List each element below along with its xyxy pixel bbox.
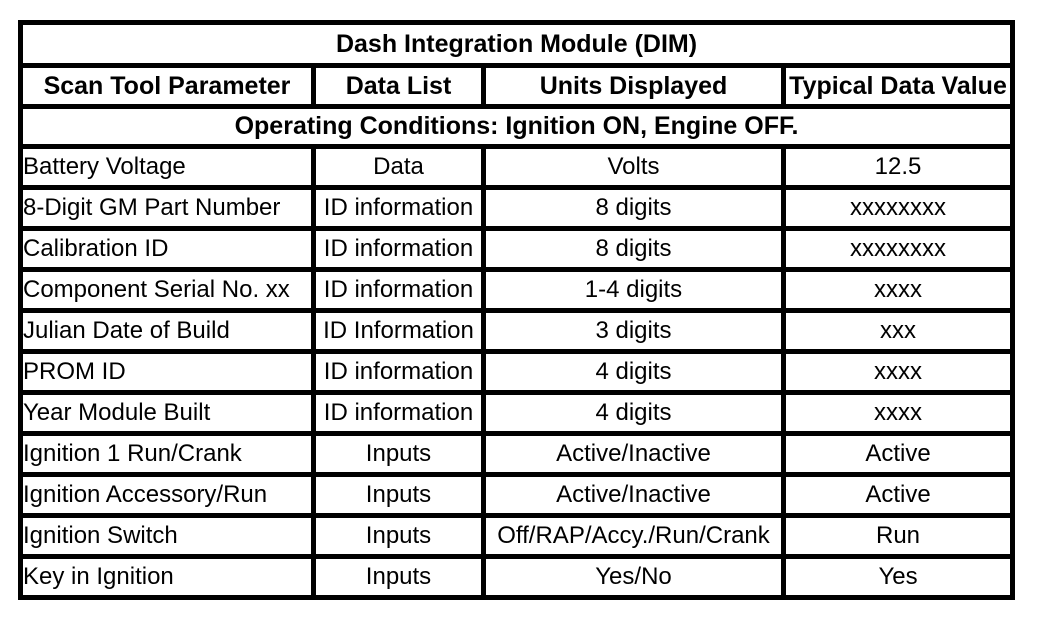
table-row: Battery Voltage Data Volts 12.5 (18, 144, 1016, 190)
cell-typical-data-value: Yes (780, 554, 1016, 600)
table-row: PROM ID ID information 4 digits xxxx (18, 349, 1016, 395)
cell-data-list: ID information (311, 226, 486, 272)
dim-scan-tool-table: Dash Integration Module (DIM) Scan Tool … (17, 20, 1016, 600)
table-row: Year Module Built ID information 4 digit… (18, 390, 1016, 436)
cell-data-list: Inputs (311, 472, 486, 518)
cell-data-list: Inputs (311, 513, 486, 559)
cell-typical-data-value: xxxx (780, 267, 1016, 313)
cell-parameter: Key in Ignition (18, 554, 316, 600)
cell-data-list: ID Information (311, 308, 486, 354)
column-header-scan-tool-parameter: Scan Tool Parameter (18, 63, 316, 109)
column-header-data-list: Data List (311, 63, 486, 109)
cell-units-displayed: Active/Inactive (481, 472, 786, 518)
cell-units-displayed: 3 digits (481, 308, 786, 354)
cell-data-list: ID information (311, 390, 486, 436)
cell-parameter: Ignition 1 Run/Crank (18, 431, 316, 477)
column-header-units-displayed: Units Displayed (481, 63, 786, 109)
cell-parameter: Component Serial No. xx (18, 267, 316, 313)
cell-data-list: Inputs (311, 554, 486, 600)
table-body: Battery Voltage Data Volts 12.5 8-Digit … (18, 144, 1016, 600)
cell-typical-data-value: Active (780, 472, 1016, 518)
cell-typical-data-value: Active (780, 431, 1016, 477)
column-header-typical-data-value: Typical Data Value (780, 63, 1016, 109)
cell-parameter: Ignition Accessory/Run (18, 472, 316, 518)
cell-typical-data-value: Run (780, 513, 1016, 559)
cell-units-displayed: 1-4 digits (481, 267, 786, 313)
cell-data-list: ID information (311, 349, 486, 395)
cell-typical-data-value: xxxxxxxx (780, 226, 1016, 272)
cell-units-displayed: 8 digits (481, 185, 786, 231)
cell-data-list: Inputs (311, 431, 486, 477)
cell-parameter: Calibration ID (18, 226, 316, 272)
table-row: Calibration ID ID information 8 digits x… (18, 226, 1016, 272)
cell-parameter: PROM ID (18, 349, 316, 395)
cell-parameter: 8-Digit GM Part Number (18, 185, 316, 231)
cell-typical-data-value: 12.5 (780, 144, 1016, 190)
table-row: 8-Digit GM Part Number ID information 8 … (18, 185, 1016, 231)
table-row: Julian Date of Build ID Information 3 di… (18, 308, 1016, 354)
column-header-row: Scan Tool Parameter Data List Units Disp… (18, 63, 1016, 109)
cell-parameter: Battery Voltage (18, 144, 316, 190)
cell-typical-data-value: xxxx (780, 390, 1016, 436)
cell-units-displayed: Yes/No (481, 554, 786, 600)
cell-typical-data-value: xxxxxxxx (780, 185, 1016, 231)
table-row: Ignition 1 Run/Crank Inputs Active/Inact… (18, 431, 1016, 477)
table-row: Key in Ignition Inputs Yes/No Yes (18, 554, 1016, 600)
cell-units-displayed: Active/Inactive (481, 431, 786, 477)
cell-parameter: Ignition Switch (18, 513, 316, 559)
cell-data-list: Data (311, 144, 486, 190)
cell-units-displayed: 4 digits (481, 390, 786, 436)
cell-units-displayed: Volts (481, 144, 786, 190)
operating-conditions-row: Operating Conditions: Ignition ON, Engin… (17, 104, 1016, 149)
cell-typical-data-value: xxxx (780, 349, 1016, 395)
table-row: Ignition Switch Inputs Off/RAP/Accy./Run… (18, 513, 1016, 559)
operating-conditions-text: Operating Conditions: Ignition ON, Engin… (17, 104, 1016, 149)
table-title: Dash Integration Module (DIM) (17, 20, 1016, 68)
cell-parameter: Julian Date of Build (18, 308, 316, 354)
table-row: Component Serial No. xx ID information 1… (18, 267, 1016, 313)
cell-parameter: Year Module Built (18, 390, 316, 436)
cell-data-list: ID information (311, 185, 486, 231)
cell-units-displayed: 4 digits (481, 349, 786, 395)
cell-units-displayed: Off/RAP/Accy./Run/Crank (481, 513, 786, 559)
cell-typical-data-value: xxx (780, 308, 1016, 354)
cell-units-displayed: 8 digits (481, 226, 786, 272)
table-row: Ignition Accessory/Run Inputs Active/Ina… (18, 472, 1016, 518)
cell-data-list: ID information (311, 267, 486, 313)
table-title-row: Dash Integration Module (DIM) (17, 20, 1016, 68)
